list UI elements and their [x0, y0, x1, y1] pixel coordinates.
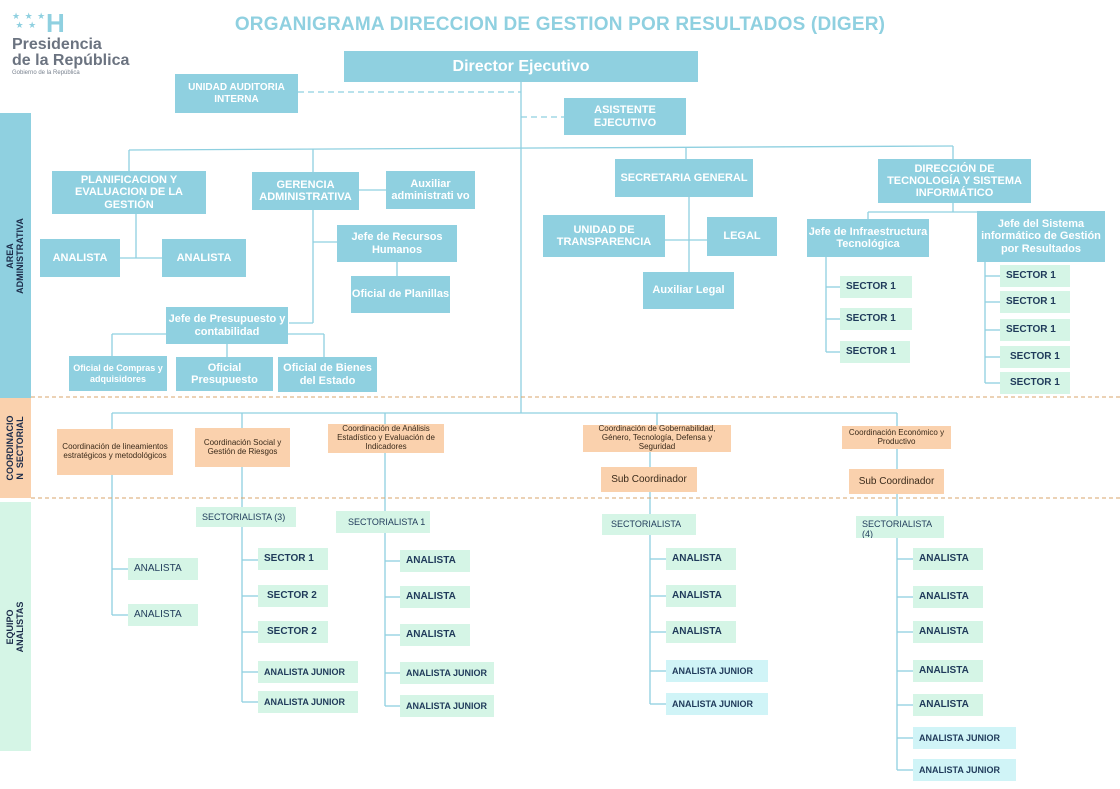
logo-line-2: de la República [12, 52, 130, 69]
col4-item-3: ANALISTA [666, 621, 736, 643]
oficial-compras-box: Oficial de Compras y adquisidores [69, 356, 167, 391]
director-ejecutivo-box: Director Ejecutivo [344, 51, 698, 82]
chart-title: ORGANIGRAMA DIRECCION DE GESTION POR RES… [234, 14, 886, 35]
col4-item-5: ANALISTA JUNIOR [666, 693, 768, 715]
coord-analisis-box: Coordinación de Análisis Estadístico y E… [328, 424, 444, 453]
sistema-sector-2: SECTOR 1 [1000, 291, 1070, 313]
col2-item-2: SECTOR 2 [258, 585, 328, 607]
col4-item-4: ANALISTA JUNIOR [666, 660, 768, 682]
oficial-planillas-box: Oficial de Planillas [351, 276, 450, 313]
unidad-transparencia-box: UNIDAD DE TRANSPARENCIA [543, 215, 665, 257]
col5-item-1: ANALISTA [913, 548, 983, 570]
coord-social-box: Coordinación Social y Gestión de Riesgos [195, 428, 290, 467]
sub-coordinador-eco-box: Sub Coordinador [849, 469, 944, 494]
sectorialista-1-box: SECTORIALISTA 1 [336, 511, 430, 533]
auditoria-interna-box: UNIDAD AUDITORIA INTERNA [175, 74, 298, 113]
col2-item-5: ANALISTA JUNIOR [258, 691, 358, 713]
sistema-sector-5: SECTOR 1 [1000, 372, 1070, 394]
col2-item-1: SECTOR 1 [258, 548, 328, 570]
col2-item-4: ANALISTA JUNIOR [258, 661, 358, 683]
oficial-bienes-box: Oficial de Bienes del Estado [278, 357, 377, 392]
jefe-presupuesto-box: Jefe de Presupuesto y contabilidad [166, 307, 288, 344]
band-equipo-analistas: EQUIPO ANALISTAS [0, 502, 31, 751]
coord-gobernabilidad-box: Coordinación de Gobernabilidad, Género, … [583, 425, 731, 452]
col5-item-4: ANALISTA [913, 660, 983, 682]
jefe-infraestructura-box: Jefe de Infraestructura Tecnológica [807, 219, 929, 257]
infra-sector-3: SECTOR 1 [840, 341, 910, 363]
asistente-ejecutivo-box: ASISTENTE EJECUTIVO [564, 98, 686, 135]
col5-item-7: ANALISTA JUNIOR [913, 759, 1016, 781]
analista-left-1-box: ANALISTA [40, 239, 120, 277]
legal-box: LEGAL [707, 217, 777, 256]
sub-coordinador-gob-box: Sub Coordinador [601, 467, 697, 492]
col1-analista-1: ANALISTA [128, 558, 198, 580]
logo-line-3: Gobierno de la República [12, 70, 80, 76]
sectorialista-3-box: SECTORIALISTA (3) [196, 507, 296, 527]
col3-item-1: ANALISTA [400, 550, 470, 572]
col2-item-3: SECTOR 2 [258, 621, 328, 643]
auxiliar-legal-box: Auxiliar Legal [643, 272, 734, 309]
analista-left-2-box: ANALISTA [162, 239, 246, 277]
sectorialista-box: SECTORIALISTA [602, 514, 696, 535]
col5-item-3: ANALISTA [913, 621, 983, 643]
col3-item-5: ANALISTA JUNIOR [400, 695, 494, 717]
sistema-sector-4: SECTOR 1 [1000, 346, 1070, 368]
planificacion-box: PLANIFICACION Y EVALUACION DE LA GESTIÓN [52, 171, 206, 214]
logo-letter: H [46, 8, 65, 38]
col3-item-2: ANALISTA [400, 586, 470, 608]
col3-item-3: ANALISTA [400, 624, 470, 646]
col1-analista-2: ANALISTA [128, 604, 198, 626]
sistema-sector-3: SECTOR 1 [1000, 319, 1070, 341]
sistema-sector-1: SECTOR 1 [1000, 265, 1070, 287]
col5-item-5: ANALISTA [913, 694, 983, 716]
col4-item-2: ANALISTA [666, 585, 736, 607]
auxiliar-administrativo-box: Auxiliar administrati vo [386, 171, 475, 209]
gerencia-administrativa-box: GERENCIA ADMINISTRATIVA [252, 172, 359, 210]
col4-item-1: ANALISTA [666, 548, 736, 570]
logo-line-1: Presidencia [12, 36, 102, 53]
stars-icon: ★ ★ ★ ★ ★ [12, 11, 47, 30]
col5-item-6: ANALISTA JUNIOR [913, 727, 1016, 749]
sectorialista-4-box: SECTORIALISTA (4) [856, 516, 944, 538]
coord-lineamientos-box: Coordinación de lineamientos estratégico… [57, 429, 173, 475]
col3-item-4: ANALISTA JUNIOR [400, 662, 494, 684]
secretaria-general-box: SECRETARIA GENERAL [615, 159, 753, 197]
col5-item-2: ANALISTA [913, 586, 983, 608]
jefe-rrhh-box: Jefe de Recursos Humanos [337, 225, 457, 262]
presidencia-logo: ★ ★ ★ ★ ★ H Presidencia de la República … [12, 8, 152, 82]
oficial-presupuesto-box: Oficial Presupuesto [176, 357, 273, 391]
jefe-sistema-box: Jefe del Sistema informático de Gestión … [977, 211, 1105, 262]
tecnologia-box: DIRECCIÓN DE TECNOLOGÍA Y SISTEMA INFORM… [878, 159, 1031, 203]
infra-sector-1: SECTOR 1 [840, 276, 912, 298]
infra-sector-2: SECTOR 1 [840, 308, 912, 330]
band-coordinacion-sectorial: COORDINACIO N SECTORIAL [0, 398, 31, 498]
band-area-administrativa: AREA ADMINISTRATIVA [0, 113, 31, 398]
coord-economico-box: Coordinación Económico y Productivo [842, 426, 951, 449]
